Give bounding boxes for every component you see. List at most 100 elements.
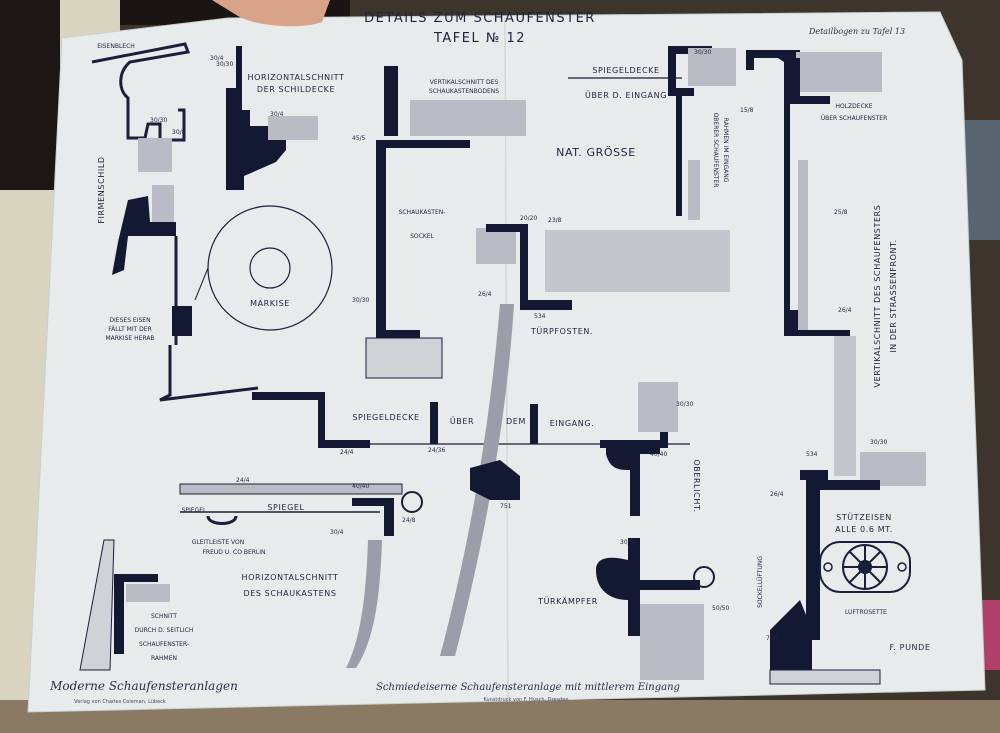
footer-center-sub: Kunstdruck von F. Husch, Dresden <box>483 697 568 703</box>
holzdecke-1: HOLZDECKE <box>835 103 872 110</box>
vert-schaukasten-1: VERTIKALSCHNITT DES <box>430 79 499 86</box>
dim: 40/40 <box>352 483 369 490</box>
eingang-label: EINGANG. <box>550 419 595 428</box>
horiz-schaukasten-1: HORIZONTALSCHNITT <box>241 573 338 582</box>
dark-object <box>0 0 60 190</box>
dim: 45/5 <box>352 135 366 142</box>
vert-schaufenster-1: VERTIKALSCHNITT DES SCHAUFENSTERS <box>873 205 882 388</box>
holzdecke-2: ÜBER SCHAUFENSTER <box>821 115 888 122</box>
iron-bar <box>172 306 192 336</box>
dim: 739 <box>766 635 778 642</box>
signature: F. PUNDE <box>889 643 930 652</box>
masonry <box>365 337 443 379</box>
oberlicht-section <box>596 382 715 680</box>
dim: 30/4 <box>210 55 224 62</box>
dim: 30/4 <box>330 529 344 536</box>
schnitt-3: SCHAUFENSTER- <box>139 641 189 648</box>
dim: 30/4 <box>270 111 284 118</box>
dim: 24/4 <box>236 477 250 484</box>
luftrosette <box>819 541 911 593</box>
dim: 25/8 <box>834 209 848 216</box>
spiegeldecke-top: SPIEGELDECKE <box>592 66 659 75</box>
dim: 15/8 <box>740 107 754 114</box>
dim: 30/8 <box>172 129 186 136</box>
dieses-eisen-2: FÄLLT MIT DER <box>108 326 152 333</box>
door-wood <box>545 230 730 292</box>
gleitleiste-1: GLEITLEISTE VON <box>192 539 245 546</box>
hand <box>212 0 330 27</box>
scale-note: NAT. GRÖSSE <box>556 146 636 159</box>
spiegeldecke-mid: SPIEGELDECKE <box>352 413 419 422</box>
dim: 30/30 <box>216 61 233 68</box>
dim: 50/50 <box>712 605 729 612</box>
schnitt-2: DURCH D. SEITLICH <box>135 627 194 634</box>
dim: 24/8 <box>402 517 416 524</box>
stuetzeisen-1: STÜTZEISEN <box>836 512 892 522</box>
footer-left-sub: Verlag von Charles Coleman, Lübeck <box>74 699 166 705</box>
tuerpfosten-label: TÜRPFOSTEN. <box>530 326 593 336</box>
vertical-schaufenster-section <box>746 50 926 685</box>
corner-note: Detailbogen zu Tafel 13 <box>808 27 905 36</box>
horiz-schaukasten-section <box>179 483 423 668</box>
dim: 534 <box>534 313 546 320</box>
schnitt-4: RAHMEN <box>151 655 177 662</box>
horiz-schilddecke-2: DER SCHILDECKE <box>257 85 335 94</box>
sheet-header: DETAILS ZUM SCHAUFENSTER <box>364 11 596 26</box>
spiegeldecke-top-section <box>568 46 736 220</box>
dim: 26/4 <box>478 291 492 298</box>
spiegel-1: SPIEGEL <box>182 507 207 514</box>
dim: 534 <box>806 451 818 458</box>
oberer-rahmen-1: OBERER SCHAUFENSTER <box>712 113 719 188</box>
horiz-schaukasten-2: DES SCHAUKASTENS <box>243 589 336 598</box>
sockellueftung: SOCKELLÜFTUNG <box>757 556 764 608</box>
schnitt-1: SCHNITT <box>151 613 177 620</box>
gleitleiste-2: FREUD U. CO BERLIN <box>202 549 265 556</box>
footer-center: Schmiedeiserne Schaufensteranlage mit mi… <box>376 682 680 693</box>
dim: 30/30 <box>694 49 711 56</box>
wood-board <box>410 100 526 136</box>
curved-glass <box>440 304 514 656</box>
seitlicher-rahmen-section <box>79 539 170 671</box>
schaukastensockel-1: SCHAUKASTEN- <box>399 209 446 216</box>
dem-label: DEM <box>506 417 526 426</box>
dieses-eisen-3: MARKISE HERAB <box>105 335 154 342</box>
dim: 30/30 <box>352 297 369 304</box>
dim: 23/8 <box>548 217 562 224</box>
dim: 26/4 <box>838 307 852 314</box>
dim: 30/30 <box>676 401 693 408</box>
dim: 30/30 <box>870 439 887 446</box>
vert-schaufenster-2: IN DER STRASSENFRONT. <box>889 239 898 353</box>
horiz-schilddecke-1: HORIZONTALSCHNITT <box>247 73 344 82</box>
dim: 40/40 <box>650 451 667 458</box>
dieses-eisen-1: DIESES EISEN <box>109 317 150 324</box>
wood-block-2 <box>152 185 174 225</box>
schilddecke-section <box>226 46 318 190</box>
ueber-eingang: ÜBER D. EINGANG <box>585 90 667 100</box>
markise-roll <box>194 205 333 331</box>
oberer-rahmen-2: RAHMEN IM EINGANG <box>722 118 729 183</box>
dim: 751 <box>500 503 512 510</box>
schaukastenboden-section <box>365 66 526 379</box>
dim: 24/36 <box>428 447 445 454</box>
schaukastensockel-2: SOCKEL <box>410 233 434 240</box>
tuerpfosten-section <box>440 224 730 656</box>
wood-block-3 <box>268 116 318 140</box>
sheet-plate: TAFEL № 12 <box>433 31 526 46</box>
firmenschild-section <box>91 42 259 402</box>
wood-block <box>138 138 172 172</box>
stuetzeisen-2: ALLE 0.6 MT. <box>835 525 893 534</box>
dim: 26/4 <box>770 491 784 498</box>
firmenschild-label: FIRMENSCHILD <box>97 156 106 223</box>
eisenblech-label: EISENBLECH <box>97 43 135 50</box>
footer-left: Moderne Schaufensteranlagen <box>49 679 238 693</box>
ueber-label: ÜBER <box>450 416 474 426</box>
spiegeldecke-band <box>252 392 690 448</box>
spiegel-2: SPIEGEL <box>267 503 304 512</box>
dim: 20/20 <box>520 215 537 222</box>
oberlicht-label: OBERLICHT. <box>692 459 701 512</box>
markise-label: MARKISE <box>250 299 290 308</box>
dim: 30/30 <box>620 539 637 546</box>
dim: 30/30 <box>150 117 167 124</box>
vert-schaukasten-2: SCHAUKASTENBODENS <box>429 88 499 95</box>
